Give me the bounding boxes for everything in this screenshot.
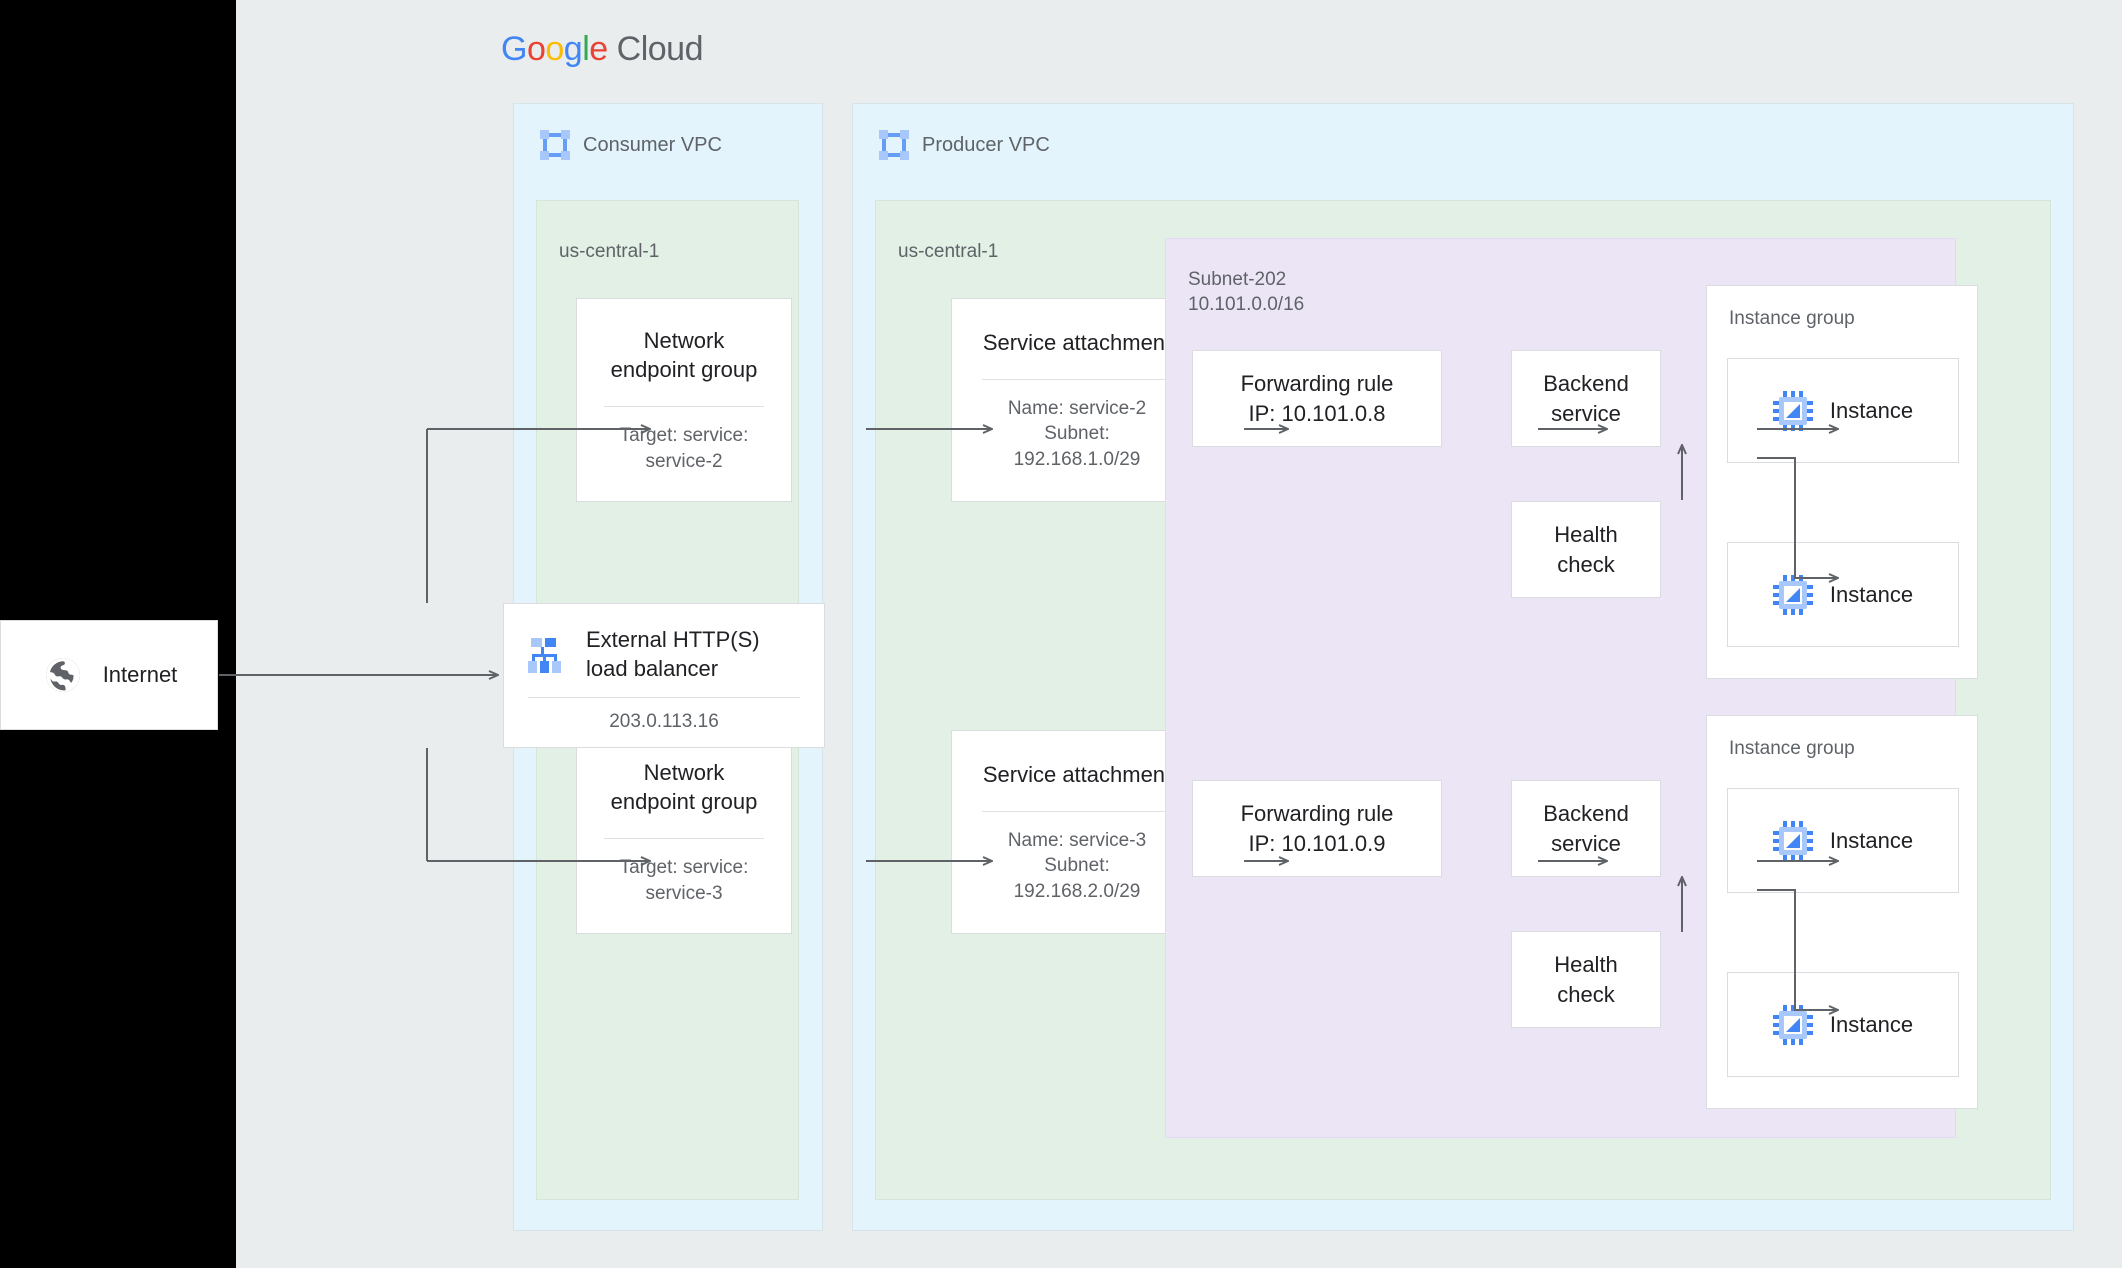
service-attachment-2-divider	[982, 810, 1172, 812]
instance-icon	[1772, 574, 1813, 615]
subnet-202-cidr: 10.101.0.0/16	[1188, 294, 1305, 316]
backend-service-1-line1: Backend	[1543, 371, 1629, 397]
service-attachment-1-sub-line2: Subnet:	[1044, 423, 1110, 445]
neg-1-sub-line1: Target: service:	[619, 425, 749, 447]
neg-1-title-line1: Network	[643, 328, 725, 354]
internet-node: Internet	[0, 620, 218, 730]
load-balancer-divider	[528, 697, 800, 699]
instance-1-2-label: Instance	[1829, 581, 1914, 607]
instance-2-1: Instance	[1727, 788, 1959, 893]
neg-2-title-line2: endpoint group	[610, 789, 758, 815]
health-check-2-line1: Health	[1554, 952, 1618, 978]
load-balancer-title: External HTTP(S) load balancer	[586, 626, 760, 683]
globe-icon	[41, 653, 85, 697]
producer-vpc-container: Producer VPC us-central-1 Service attach…	[852, 103, 2074, 1231]
neg-2-sub-line1: Target: service:	[619, 857, 749, 879]
service-attachment-1-title: Service attachment	[982, 329, 1172, 355]
forwarding-rule-1-line2: IP: 10.101.0.8	[1248, 400, 1386, 426]
load-balancer-ip: 203.0.113.16	[609, 711, 719, 733]
instance-2-2-label: Instance	[1829, 1011, 1914, 1037]
producer-vpc-title: Producer VPC	[922, 133, 1050, 156]
instance-group-1-label: Instance group	[1729, 308, 1855, 329]
health-check-2-line2: check	[1557, 981, 1615, 1007]
network-endpoint-group-1: Network endpoint group Target: service: …	[576, 298, 792, 502]
service-attachment-2-title: Service attachment	[982, 761, 1172, 787]
neg-1-sub-line2: service-2	[645, 450, 723, 472]
consumer-zone-label: us-central-1	[559, 241, 660, 262]
load-balancer-title-line2: load balancer	[586, 655, 719, 681]
load-balancer-header: External HTTP(S) load balancer	[504, 604, 824, 683]
service-attachment-1-divider	[982, 378, 1172, 380]
instance-icon	[1772, 1004, 1813, 1045]
forwarding-rule-1-line1: Forwarding rule	[1240, 371, 1394, 397]
neg-2-divider	[604, 838, 764, 840]
service-attachment-2-sub-line1: Name: service-3	[1007, 829, 1147, 851]
neg-2-sub-line2: service-3	[645, 882, 723, 904]
neg-2-title-line1: Network	[643, 760, 725, 786]
service-attachment-2: Service attachment Name: service-3 Subne…	[951, 730, 1203, 934]
load-balancer-icon	[528, 635, 568, 675]
instance-2-2: Instance	[1727, 972, 1959, 1077]
instance-group-2: Instance group	[1706, 715, 1978, 1109]
forwarding-rule-2-line2: IP: 10.101.0.9	[1248, 830, 1386, 856]
forwarding-rule-1: Forwarding rule IP: 10.101.0.8	[1192, 350, 1442, 447]
producer-zone-label: us-central-1	[898, 241, 999, 262]
instance-icon	[1772, 390, 1813, 431]
subnet-202-name: Subnet-202	[1188, 269, 1287, 290]
producer-vpc-header: Producer VPC	[879, 130, 1050, 160]
service-attachment-1-sub-line1: Name: service-2	[1007, 397, 1147, 419]
google-cloud-canvas: Google Cloud Consumer VPC us-central-1 N…	[236, 0, 2122, 1268]
health-check-2: Health check	[1511, 931, 1661, 1028]
backend-service-2: Backend service	[1511, 780, 1661, 877]
backend-service-2-line2: service	[1551, 830, 1621, 856]
instance-group-2-label: Instance group	[1729, 738, 1855, 759]
service-attachment-2-sub-line3: 192.168.2.0/29	[1013, 880, 1141, 902]
consumer-vpc-title: Consumer VPC	[583, 133, 722, 156]
vpc-icon	[879, 130, 909, 160]
network-endpoint-group-2: Network endpoint group Target: service: …	[576, 730, 792, 934]
backend-service-2-line1: Backend	[1543, 801, 1629, 827]
backend-service-1: Backend service	[1511, 350, 1661, 447]
load-balancer-title-line1: External HTTP(S)	[586, 627, 760, 652]
external-load-balancer-node: External HTTP(S) load balancer 203.0.113…	[503, 603, 825, 748]
instance-2-1-label: Instance	[1829, 827, 1914, 853]
service-attachment-1-sub-line3: 192.168.1.0/29	[1013, 448, 1141, 470]
health-check-1: Health check	[1511, 501, 1661, 598]
producer-zone-us-central-1: us-central-1 Service attachment Name: se…	[875, 200, 2051, 1200]
health-check-1-line1: Health	[1554, 522, 1618, 548]
backend-service-1-line2: service	[1551, 400, 1621, 426]
instance-1-1: Instance	[1727, 358, 1959, 463]
logo-cloud-word: Cloud	[616, 30, 704, 68]
health-check-1-line2: check	[1557, 551, 1615, 577]
instance-icon	[1772, 820, 1813, 861]
service-attachment-2-sub-line2: Subnet:	[1044, 855, 1110, 877]
subnet-202-label: Subnet-202 10.101.0.0/16	[1188, 267, 1304, 317]
instance-1-1-label: Instance	[1829, 397, 1914, 423]
neg-1-title-line2: endpoint group	[610, 357, 758, 383]
forwarding-rule-2-line1: Forwarding rule	[1240, 801, 1394, 827]
vpc-icon	[540, 130, 570, 160]
consumer-vpc-header: Consumer VPC	[540, 130, 722, 160]
service-attachment-1: Service attachment Name: service-2 Subne…	[951, 298, 1203, 502]
internet-label: Internet	[102, 662, 178, 687]
instance-1-2: Instance	[1727, 542, 1959, 647]
forwarding-rule-2: Forwarding rule IP: 10.101.0.9	[1192, 780, 1442, 877]
google-cloud-logo: Google Cloud	[501, 30, 704, 68]
subnet-202-container: Subnet-202 10.101.0.0/16 Forwarding rule…	[1165, 238, 1978, 1138]
instance-group-1: Instance group	[1706, 285, 1978, 679]
neg-1-divider	[604, 406, 764, 408]
